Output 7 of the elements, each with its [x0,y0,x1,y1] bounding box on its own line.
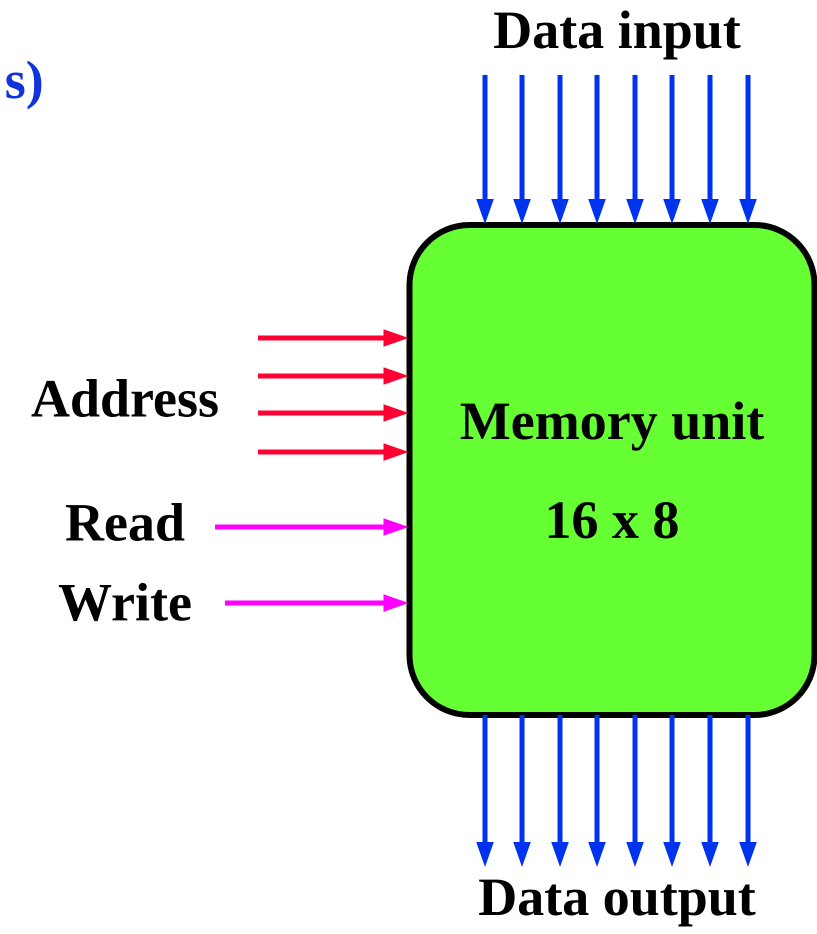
memory-box: Memory unit 16 x 8 [406,222,817,718]
signal-label: Data output [479,880,756,926]
signal-label: Data input [494,10,741,60]
heading: s) [6,60,42,110]
signal-label: Write [58,582,191,622]
signal-label: Address [32,379,218,417]
signal-label: Read [66,503,184,541]
